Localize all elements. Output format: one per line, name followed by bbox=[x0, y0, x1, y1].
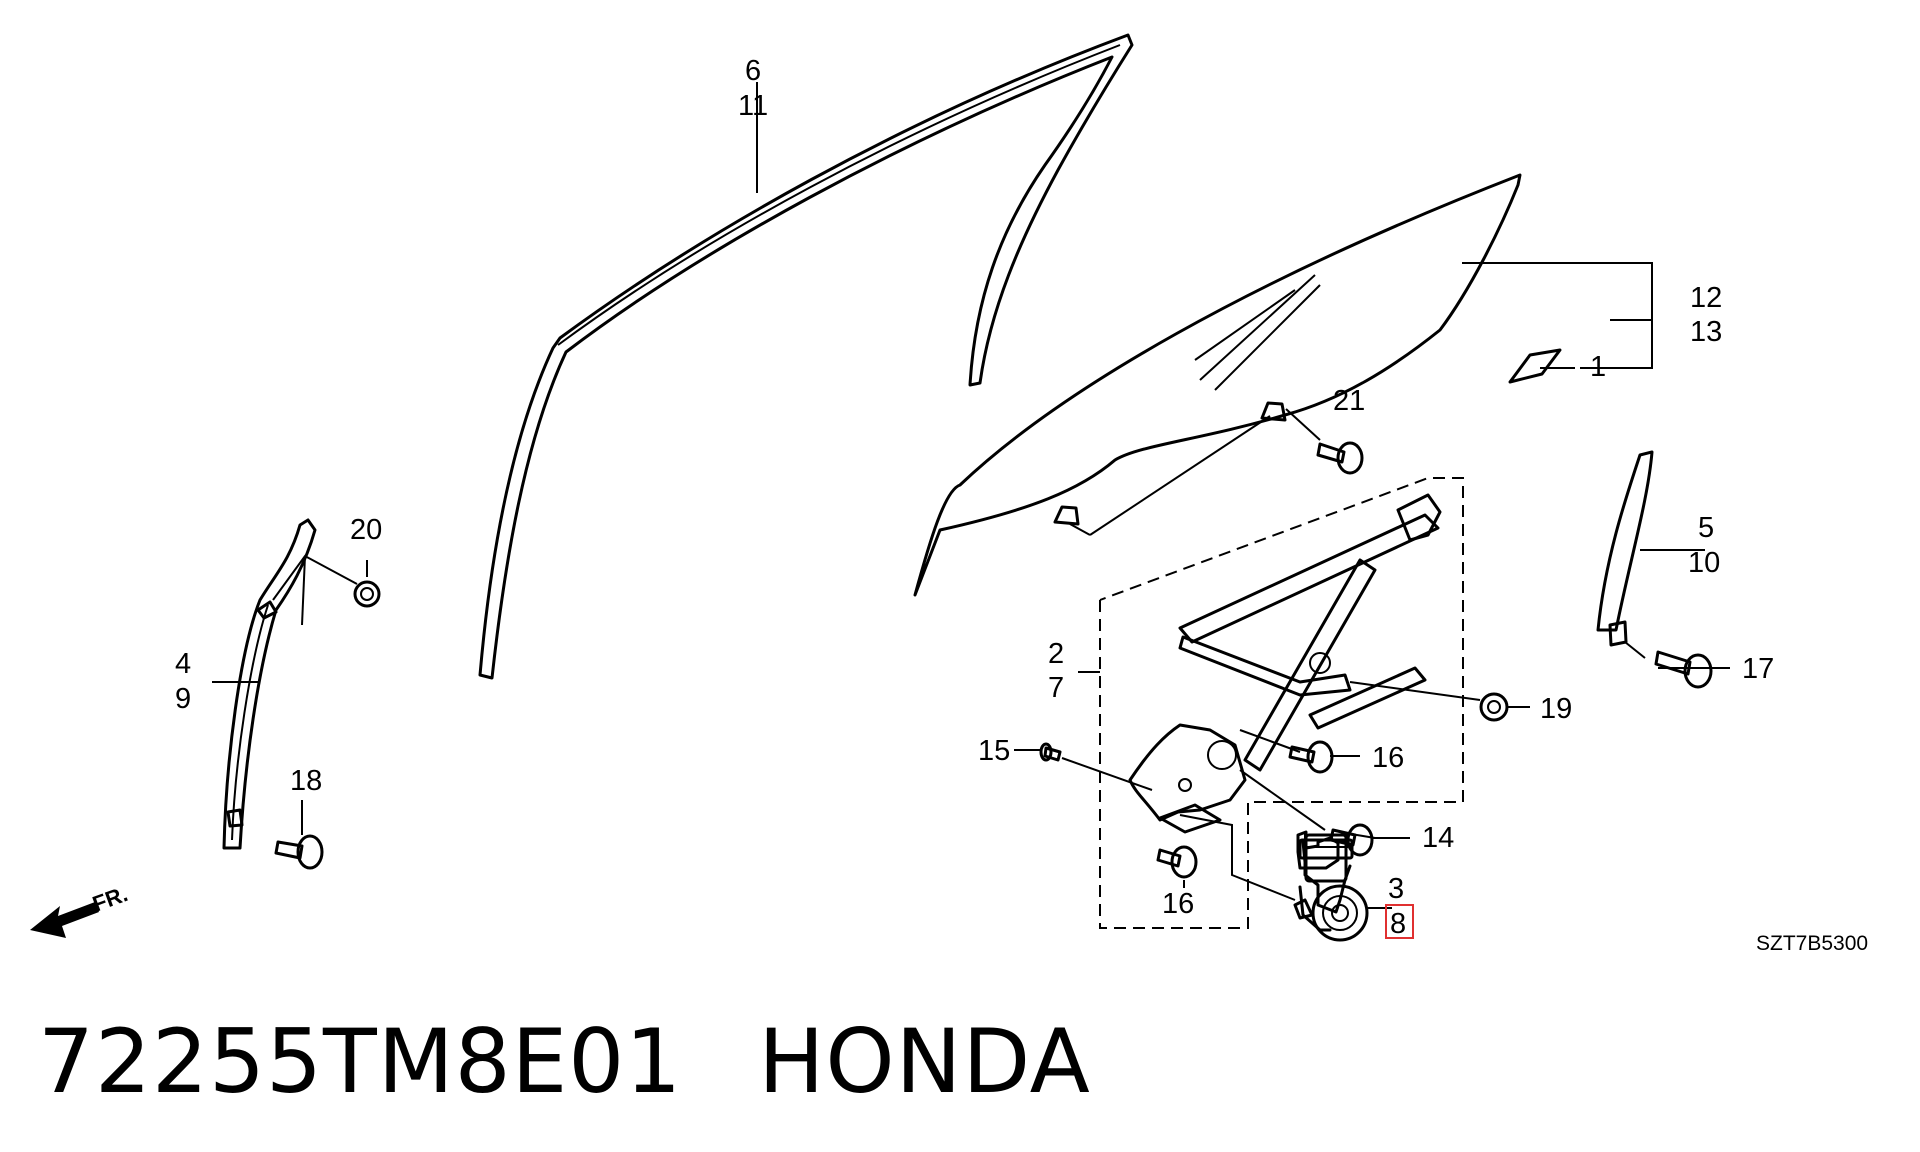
label-4: 4 bbox=[175, 648, 191, 680]
screw-15 bbox=[1039, 742, 1062, 762]
rear-run-channel bbox=[1596, 450, 1654, 647]
nut-20 bbox=[353, 580, 381, 608]
diagram-code: SZT7B5300 bbox=[1756, 932, 1868, 955]
footer: 72255TM8E01 HONDA bbox=[38, 1010, 1091, 1113]
label-15: 15 bbox=[978, 735, 1010, 767]
label-9: 9 bbox=[175, 683, 191, 715]
label-18: 18 bbox=[290, 765, 322, 797]
label-16-upper: 16 bbox=[1372, 742, 1404, 774]
window-regulator bbox=[1128, 493, 1442, 834]
regulator-assembly-box bbox=[1099, 477, 1464, 929]
nut-19 bbox=[1479, 692, 1509, 722]
bolt-16-lower bbox=[1156, 845, 1198, 879]
bolt-16-upper bbox=[1288, 740, 1334, 774]
front-run-channel bbox=[222, 518, 317, 850]
label-2: 2 bbox=[1048, 638, 1064, 670]
label-7: 7 bbox=[1048, 672, 1064, 704]
leader-lines bbox=[212, 82, 1730, 909]
label-16-lower: 16 bbox=[1162, 888, 1194, 920]
label-3: 3 bbox=[1388, 873, 1404, 905]
label-21: 21 bbox=[1333, 385, 1365, 417]
part-number: 72255TM8E01 bbox=[38, 1010, 683, 1113]
label-19: 19 bbox=[1540, 693, 1572, 725]
door-glass bbox=[913, 173, 1522, 597]
bolt-17 bbox=[1654, 650, 1713, 689]
label-6: 6 bbox=[745, 55, 761, 87]
bolt-18 bbox=[274, 834, 324, 870]
label-1: 1 bbox=[1590, 351, 1606, 383]
part-labels: 6 11 12 13 1 21 20 5 10 4 9 2 7 17 19 15… bbox=[175, 55, 1774, 940]
label-13: 13 bbox=[1690, 316, 1722, 348]
door-sash-channel bbox=[478, 33, 1134, 680]
label-14: 14 bbox=[1422, 822, 1454, 854]
label-17: 17 bbox=[1742, 653, 1774, 685]
glass-label-sticker bbox=[1508, 348, 1562, 384]
label-20: 20 bbox=[350, 514, 382, 546]
label-8: 8 bbox=[1390, 908, 1406, 940]
direction-label: FR. bbox=[89, 881, 131, 917]
label-5: 5 bbox=[1698, 512, 1714, 544]
bolt-21 bbox=[1316, 441, 1364, 475]
brand-name: HONDA bbox=[758, 1010, 1091, 1113]
front-direction-arrow: FR. bbox=[30, 881, 131, 938]
regulator-motor bbox=[1293, 830, 1369, 942]
label-12: 12 bbox=[1690, 282, 1722, 314]
label-8-highlight-box bbox=[1385, 904, 1414, 939]
label-10: 10 bbox=[1688, 547, 1720, 579]
label-11: 11 bbox=[738, 90, 768, 122]
